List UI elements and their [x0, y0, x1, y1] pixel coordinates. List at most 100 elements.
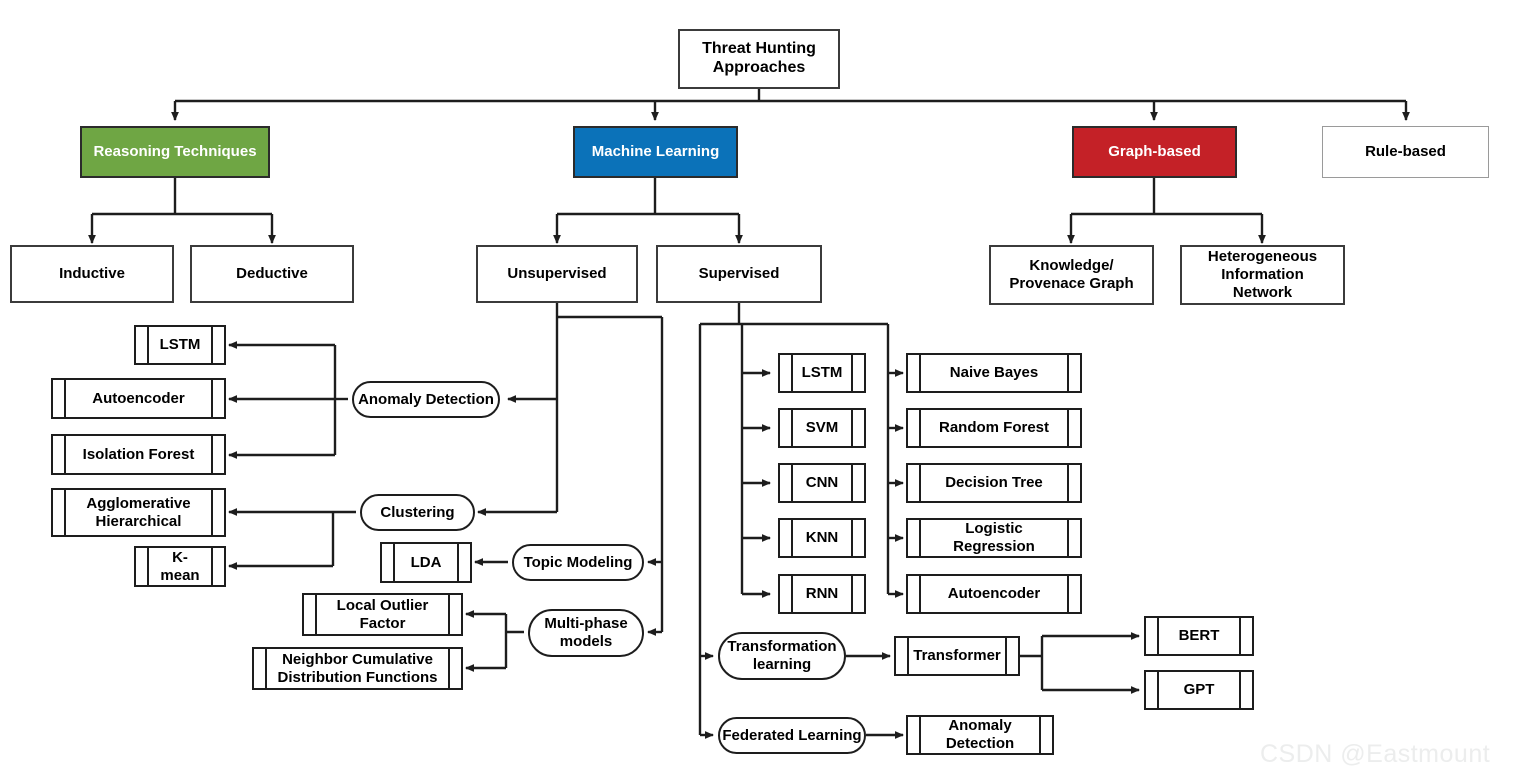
node-label-line-2: Factor	[359, 614, 406, 632]
node-label: Autoencoder	[92, 389, 185, 407]
node-multi-phase-models[interactable]: Multi-phase models	[528, 609, 644, 657]
process-rail-right	[1239, 618, 1241, 654]
node-supervised-cnn[interactable]: CNN	[778, 463, 866, 503]
node-graph-based[interactable]: Graph-based	[1072, 126, 1237, 178]
node-label: Supervised	[698, 265, 780, 283]
process-rail-left	[315, 595, 317, 634]
node-label: Anomaly Detection	[945, 717, 1015, 752]
process-rail-left	[919, 355, 921, 391]
node-inductive[interactable]: Inductive	[10, 245, 174, 303]
process-rail-right	[1039, 717, 1041, 753]
node-label: Federated Learning	[722, 726, 862, 744]
watermark: CSDN @Eastmount	[1260, 740, 1491, 768]
process-rail-right	[1067, 465, 1069, 501]
node-supervised-rnn[interactable]: RNN	[778, 574, 866, 614]
process-rail-left	[791, 520, 793, 556]
node-supervised-lstm[interactable]: LSTM	[778, 353, 866, 393]
node-agglomerative-hierarchical[interactable]: Agglomerative Hierarchical	[51, 488, 226, 537]
node-neighbor-cumulative-distribution-functions[interactable]: Neighbor Cumulative Distribution Functio…	[252, 647, 463, 690]
node-label-line-2: models	[559, 633, 613, 650]
process-rail-right	[211, 436, 213, 473]
node-supervised[interactable]: Supervised	[656, 245, 822, 303]
node-knowledge-provenance-graph[interactable]: Knowledge/ Provenace Graph	[989, 245, 1154, 305]
node-naive-bayes[interactable]: Naive Bayes	[906, 353, 1082, 393]
node-isolation-forest[interactable]: Isolation Forest	[51, 434, 226, 475]
node-label: Autoencoder	[947, 585, 1041, 603]
node-bert[interactable]: BERT	[1144, 616, 1254, 656]
node-label-line-3: Network	[1232, 283, 1293, 301]
node-label-line-1: Transformation	[727, 638, 837, 656]
process-rail-left	[147, 548, 149, 585]
node-label: LSTM	[159, 336, 201, 354]
node-label: Deductive	[236, 265, 308, 283]
node-label-line-2: Provenace Graph	[1009, 275, 1134, 292]
process-rail-left	[919, 465, 921, 501]
node-heterogeneous-information-network[interactable]: Heterogeneous Information Network	[1180, 245, 1345, 305]
node-deductive[interactable]: Deductive	[190, 245, 354, 303]
node-topic-modeling[interactable]: Topic Modeling	[512, 544, 644, 581]
node-label: Inductive	[59, 265, 125, 283]
node-label: Anomaly Detection	[358, 390, 494, 408]
node-label: Random Forest	[938, 419, 1049, 437]
node-label: GPT	[1183, 681, 1215, 699]
node-label: KNN	[805, 529, 839, 547]
node-lstm-unsupervised[interactable]: LSTM	[134, 325, 226, 365]
process-rail-right	[851, 520, 853, 556]
process-rail-left	[907, 638, 909, 674]
node-label-line-2: Hierarchical	[95, 512, 182, 530]
node-label: CNN	[805, 474, 839, 492]
node-label: Logistic Regression	[953, 520, 1035, 555]
node-label: Clustering	[380, 503, 455, 521]
node-unsupervised[interactable]: Unsupervised	[476, 245, 638, 303]
node-gpt[interactable]: GPT	[1144, 670, 1254, 710]
process-rail-right	[211, 327, 213, 363]
node-logistic-regression[interactable]: Logistic Regression	[906, 518, 1082, 558]
node-label: Graph-based	[1108, 143, 1201, 161]
process-rail-right	[448, 649, 450, 688]
node-label-line-2: Distribution Functions	[277, 668, 438, 686]
node-random-forest[interactable]: Random Forest	[906, 408, 1082, 448]
node-clustering[interactable]: Clustering	[360, 494, 475, 531]
process-rail-right	[1005, 638, 1007, 674]
process-rail-left	[265, 649, 267, 688]
process-rail-left	[147, 327, 149, 363]
node-label-line-1: Agglomerative	[86, 494, 191, 512]
node-label: BERT	[1178, 627, 1220, 645]
node-label: SVM	[805, 419, 839, 437]
node-federated-anomaly-detection[interactable]: Anomaly Detection	[906, 715, 1054, 755]
node-label-line-1: Multi-phase	[544, 615, 628, 633]
node-reasoning-techniques[interactable]: Reasoning Techniques	[80, 126, 270, 178]
node-decision-tree[interactable]: Decision Tree	[906, 463, 1082, 503]
node-label-line-1: Knowledge/	[1029, 257, 1114, 275]
node-local-outlier-factor[interactable]: Local Outlier Factor	[302, 593, 463, 636]
node-lda[interactable]: LDA	[380, 542, 472, 583]
node-rule-based[interactable]: Rule-based	[1322, 126, 1489, 178]
node-transformer[interactable]: Transformer	[894, 636, 1020, 676]
node-supervised-knn[interactable]: KNN	[778, 518, 866, 558]
node-label-line-1: Heterogeneous	[1207, 248, 1318, 266]
process-rail-left	[791, 576, 793, 612]
process-rail-right	[851, 465, 853, 501]
node-federated-learning[interactable]: Federated Learning	[718, 717, 866, 754]
node-k-mean[interactable]: K-mean	[134, 546, 226, 587]
node-autoencoder-unsupervised[interactable]: Autoencoder	[51, 378, 226, 419]
process-rail-right	[211, 490, 213, 535]
node-label: Machine Learning	[591, 143, 720, 161]
node-anomaly-detection-unsupervised[interactable]: Anomaly Detection	[352, 381, 500, 418]
process-rail-right	[851, 576, 853, 612]
process-rail-right	[1067, 410, 1069, 446]
process-rail-left	[64, 490, 66, 535]
node-label: LSTM	[801, 364, 843, 382]
node-supervised-autoencoder[interactable]: Autoencoder	[906, 574, 1082, 614]
node-supervised-svm[interactable]: SVM	[778, 408, 866, 448]
node-label-line-2: learning	[752, 656, 812, 673]
process-rail-right	[211, 380, 213, 417]
process-rail-right	[1067, 355, 1069, 391]
node-label: Reasoning Techniques	[93, 143, 257, 161]
process-rail-left	[791, 465, 793, 501]
node-transformation-learning[interactable]: Transformation learning	[718, 632, 846, 680]
process-rail-left	[393, 544, 395, 581]
node-machine-learning[interactable]: Machine Learning	[573, 126, 738, 178]
node-threat-hunting-approaches[interactable]: Threat Hunting Approaches	[678, 29, 840, 89]
